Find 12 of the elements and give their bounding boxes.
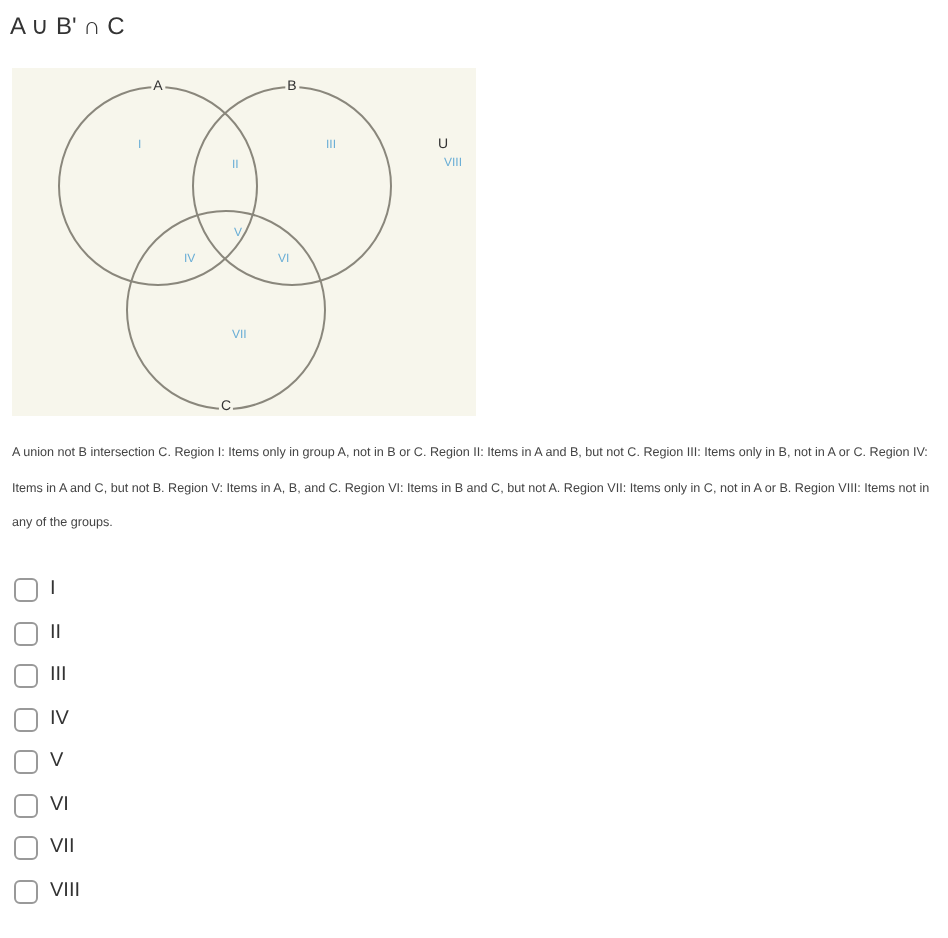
option-label: I <box>50 578 56 602</box>
option-label: VIII <box>50 879 81 903</box>
title: A ∪ B' ∩ C <box>10 12 125 40</box>
option-label: IV <box>50 707 69 731</box>
option-label: VI <box>50 793 69 817</box>
option-label: VII <box>50 836 75 860</box>
option-label: II <box>50 621 62 645</box>
venn-circle <box>192 86 392 286</box>
venn-circle <box>126 210 326 410</box>
option-label: V <box>50 750 64 774</box>
option-label: III <box>50 664 67 688</box>
venn-circle <box>58 86 258 286</box>
